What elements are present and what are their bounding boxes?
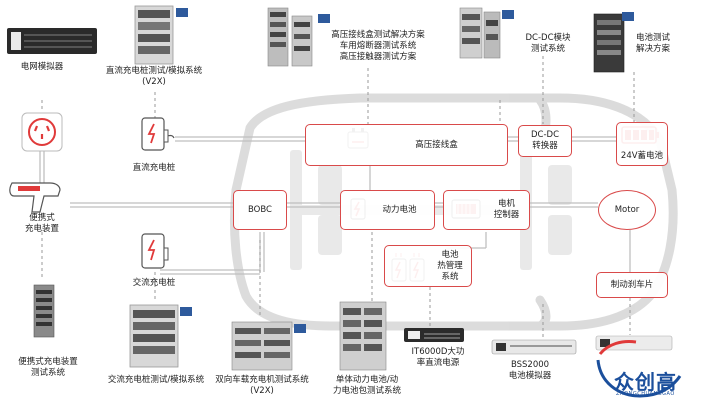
power-battery: 动力电池 <box>340 190 435 230</box>
it6000d-unit <box>404 328 464 342</box>
label-dc-pile-test: 直流充电桩测试/模拟系统 (V2X) <box>105 66 203 87</box>
battery-thermal-management: 电池 热管理 系统 <box>384 245 472 287</box>
bus-lines <box>39 136 631 275</box>
grid-simulator-unit <box>7 28 97 54</box>
label-ac-pile-test: 交流充电桩测试/模拟系统 <box>107 375 205 385</box>
dcdc-racks <box>459 7 514 59</box>
battery-test-rack <box>593 12 634 73</box>
label-portable-charger: 便携式 充电装置 <box>24 213 59 234</box>
dc-pile-rack <box>134 5 188 65</box>
motor-controller: 电机 控制器 <box>443 190 530 230</box>
test-links <box>41 56 635 340</box>
battery-pack-rack <box>339 301 387 371</box>
label-dc-pile: 直流充电桩 <box>132 163 176 173</box>
label-battery-pack-test: 单体动力电池/动 力电池包测试系统 <box>332 375 401 396</box>
label-portable-charger-test: 便携式充电装置 测试系统 <box>18 357 78 378</box>
hv-junction-box: 高压接线盒 <box>305 124 508 166</box>
logo-subtitle: ZHONGCHUANGGAO <box>616 391 675 397</box>
bss2000-unit <box>491 339 577 355</box>
dcdc-converter: DC-DC 转换器 <box>518 125 572 157</box>
dc-pile-icon <box>141 117 175 151</box>
label-hv-box-test: 高压接线盒测试解决方案 车用熔断器测试系统 高压接触器测试方案 <box>331 30 425 62</box>
ac-pile-rack <box>129 304 192 368</box>
label-dcdc-test: DC-DC模块 测试系统 <box>525 33 571 54</box>
label-grid-simulator: 电网模拟器 <box>20 62 64 72</box>
label-it6000d: IT6000D大功 率直流电源 <box>411 347 465 368</box>
bidirectional-rack <box>231 321 306 371</box>
outlet-icon <box>21 112 63 152</box>
hv-box-racks <box>267 7 330 67</box>
label-ac-pile: 交流充电桩 <box>132 278 176 288</box>
label-battery-test: 电池测试 解决方案 <box>635 33 670 54</box>
label-bss2000: BSS2000 电池模拟器 <box>508 360 552 381</box>
brake-pad: 制动刹车片 <box>596 272 668 298</box>
bobc: BOBC <box>233 190 287 230</box>
logo-emblem-icon <box>596 340 682 398</box>
battery-24v: 24V蓄电池 <box>616 122 668 166</box>
charging-gun-icon <box>9 182 61 213</box>
label-bidirectional-charger-test: 双向车载充电机测试系统 (V2X) <box>215 375 309 396</box>
portable-test-rack <box>33 284 55 338</box>
motor: Motor <box>598 190 656 230</box>
logo-name: 众创高 <box>614 370 677 394</box>
ac-pile-icon <box>141 233 169 269</box>
equipment-racks <box>7 5 673 371</box>
